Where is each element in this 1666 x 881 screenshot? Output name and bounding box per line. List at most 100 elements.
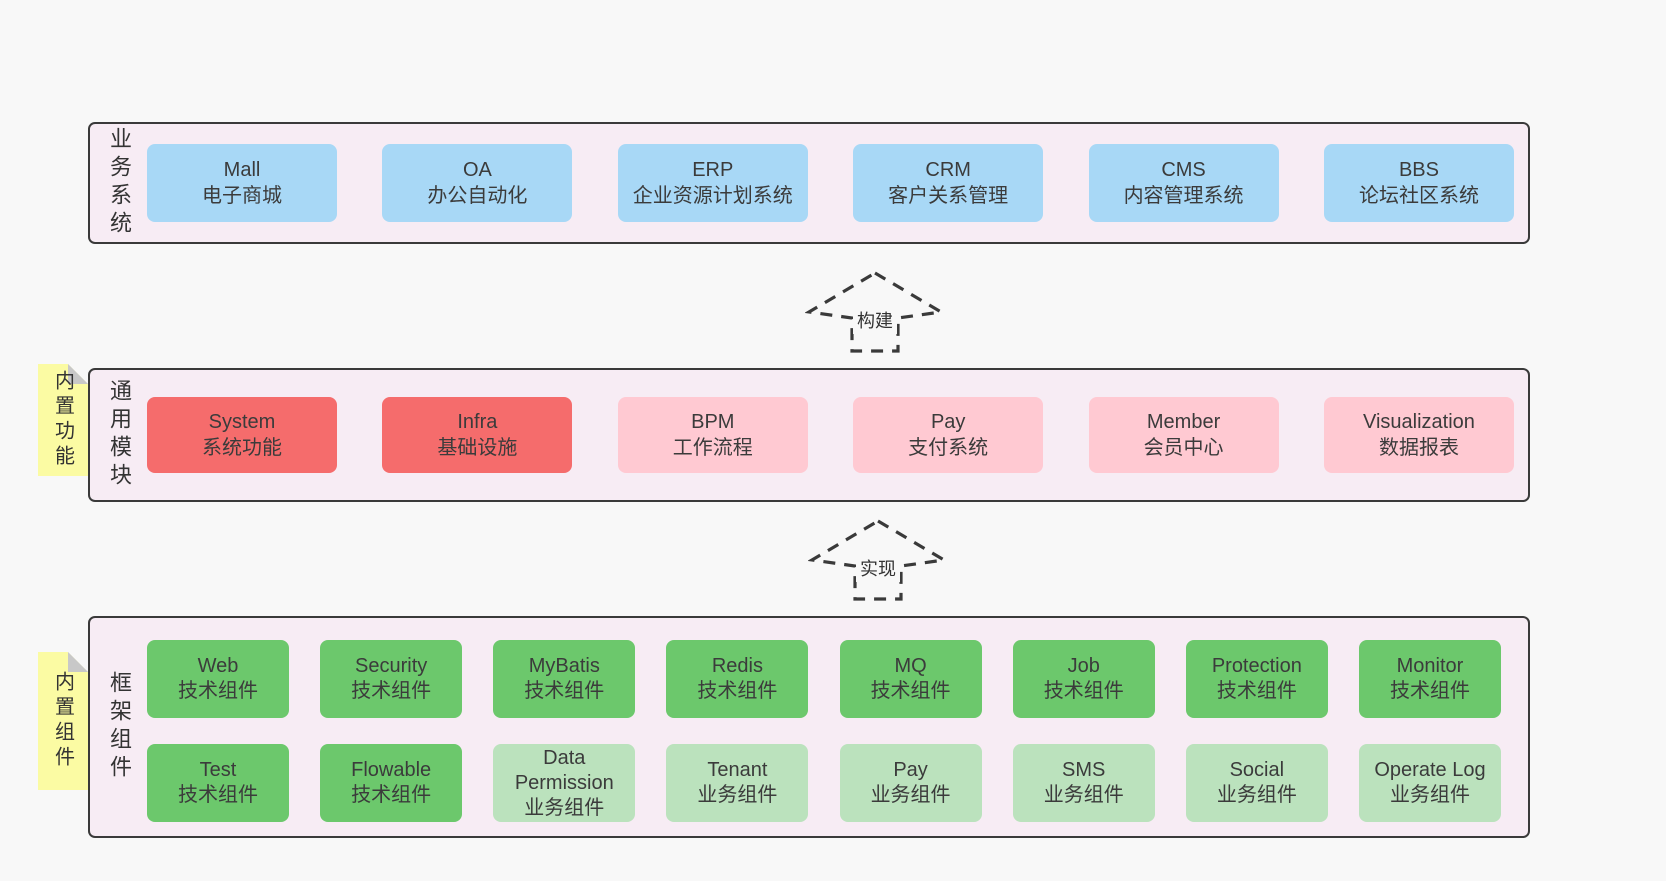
- framework-box-monitor: Monitor 技术组件: [1358, 640, 1501, 718]
- box-subtitle: 技术组件: [178, 784, 258, 806]
- box-title: Redis: [711, 655, 763, 677]
- framework-components-panel-label: 框架组件: [107, 671, 132, 783]
- modules-box-row: System 系统功能 Infra 基础设施 BPM 工作流程 Pay 支付系统…: [147, 370, 1514, 500]
- box-title: Tenant: [707, 759, 768, 781]
- box-title: Pay: [893, 759, 928, 781]
- box-subtitle: 技术组件: [351, 784, 432, 806]
- up-block-arrow-icon: [805, 271, 945, 353]
- common-modules-panel: 通用模块 System 系统功能 Infra 基础设施 BPM 工作流程 Pay…: [88, 368, 1530, 502]
- framework-box-data-permission: Data Permission 业务组件: [493, 744, 636, 822]
- box-subtitle: 技术组件: [524, 680, 605, 702]
- box-title: CRM: [925, 159, 971, 181]
- framework-box-flowable: Flowable 技术组件: [320, 744, 463, 822]
- framework-box-pay: Pay 业务组件: [839, 744, 982, 822]
- framework-box-social: Social 业务组件: [1185, 744, 1328, 822]
- module-box-pay: Pay 支付系统: [853, 397, 1044, 473]
- box-subtitle: 技术组件: [1389, 680, 1470, 702]
- box-subtitle: 基础设施: [437, 437, 518, 459]
- module-box-bpm: BPM 工作流程: [617, 397, 808, 473]
- note-paper: [38, 652, 88, 790]
- box-title: ERP: [692, 159, 734, 181]
- box-title: Operate Log: [1374, 759, 1486, 781]
- box-title: Protection: [1211, 655, 1302, 677]
- box-subtitle: 会员中心: [1143, 437, 1224, 459]
- box-subtitle: 技术组件: [178, 680, 258, 702]
- framework-box-test: Test 技术组件: [147, 744, 289, 822]
- framework-box-redis: Redis 技术组件: [666, 640, 809, 718]
- box-title: Flowable: [351, 759, 432, 781]
- box-title: Test: [199, 759, 237, 781]
- box-title: Infra: [457, 411, 498, 433]
- builtin-features-note: 内置功能: [38, 364, 88, 476]
- box-title: Monitor: [1396, 655, 1464, 677]
- box-title: Member: [1146, 411, 1221, 433]
- business-systems-panel-label: 业务系统: [107, 127, 132, 239]
- implement-arrow-label: 实现: [856, 554, 900, 582]
- box-subtitle: 电子商城: [202, 185, 282, 207]
- box-title: System: [208, 411, 276, 433]
- box-title: Mall: [223, 159, 261, 181]
- box-subtitle: 办公自动化: [427, 185, 528, 207]
- box-title: BPM: [691, 411, 735, 433]
- framework-box-operate-log: Operate Log 业务组件: [1358, 744, 1501, 822]
- framework-box-row-1: Web 技术组件 Security 技术组件 MyBatis 技术组件 Redi…: [147, 640, 1501, 718]
- box-subtitle: 技术组件: [351, 680, 432, 702]
- business-box-row: Mall 电子商城 OA 办公自动化 ERP 企业资源计划系统 CRM 客户关系…: [147, 124, 1514, 242]
- box-subtitle: 企业资源计划系统: [632, 185, 793, 207]
- business-box-oa: OA 办公自动化: [382, 144, 573, 222]
- module-box-member: Member 会员中心: [1088, 397, 1279, 473]
- box-subtitle: 技术组件: [1043, 680, 1124, 702]
- box-subtitle: 系统功能: [202, 437, 282, 459]
- business-box-mall: Mall 电子商城: [147, 144, 337, 222]
- box-subtitle: 业务组件: [524, 796, 605, 819]
- box-title: CMS: [1161, 159, 1206, 181]
- box-subtitle: 技术组件: [697, 680, 778, 702]
- framework-box-security: Security 技术组件: [320, 640, 463, 718]
- up-block-arrow-icon: [808, 519, 948, 601]
- box-subtitle: 业务组件: [870, 784, 951, 806]
- box-title: Job: [1067, 655, 1100, 677]
- box-subtitle: 技术组件: [1216, 680, 1297, 702]
- note-fold-corner-icon: [68, 652, 88, 672]
- framework-box-sms: SMS 业务组件: [1012, 744, 1155, 822]
- framework-box-protection: Protection 技术组件: [1185, 640, 1328, 718]
- framework-box-mq: MQ 技术组件: [839, 640, 982, 718]
- business-box-erp: ERP 企业资源计划系统: [617, 144, 808, 222]
- box-title: Visualization: [1362, 411, 1475, 433]
- framework-box-tenant: Tenant 业务组件: [666, 744, 809, 822]
- business-box-cms: CMS 内容管理系统: [1088, 144, 1279, 222]
- box-subtitle: 技术组件: [870, 680, 951, 702]
- box-title: SMS: [1062, 759, 1106, 781]
- framework-box-mybatis: MyBatis 技术组件: [493, 640, 636, 718]
- business-box-bbs: BBS 论坛社区系统: [1323, 144, 1514, 222]
- box-title: BBS: [1398, 159, 1439, 181]
- build-arrow: 构建: [805, 270, 945, 354]
- framework-box-job: Job 技术组件: [1012, 640, 1155, 718]
- box-title: OA: [462, 159, 492, 181]
- framework-box-rows: Web 技术组件 Security 技术组件 MyBatis 技术组件 Redi…: [147, 640, 1501, 822]
- framework-components-panel: 框架组件 Web 技术组件 Security 技术组件 MyBatis 技术组件…: [88, 616, 1530, 838]
- business-box-crm: CRM 客户关系管理: [853, 144, 1044, 222]
- business-systems-panel: 业务系统 Mall 电子商城 OA 办公自动化 ERP 企业资源计划系统 CRM…: [88, 122, 1530, 244]
- build-arrow-label: 构建: [853, 306, 897, 334]
- box-title: Security: [355, 655, 428, 677]
- builtin-components-note: 内置组件: [38, 652, 88, 790]
- box-subtitle: 业务组件: [697, 784, 778, 806]
- box-subtitle: 内容管理系统: [1123, 185, 1244, 207]
- box-subtitle: 业务组件: [1389, 784, 1470, 806]
- box-title: MQ: [894, 655, 927, 677]
- box-subtitle: 工作流程: [672, 437, 753, 459]
- box-subtitle: 业务组件: [1216, 784, 1297, 806]
- box-title: Pay: [930, 411, 966, 433]
- box-title: Social: [1229, 759, 1285, 781]
- module-box-infra: Infra 基础设施: [382, 397, 573, 473]
- box-title: Data Permission: [514, 746, 614, 794]
- box-subtitle: 数据报表: [1378, 437, 1459, 459]
- builtin-features-note-label: 内置功能: [51, 370, 74, 470]
- framework-box-row-2: Test 技术组件 Flowable 技术组件 Data Permission …: [147, 744, 1501, 822]
- box-subtitle: 业务组件: [1043, 784, 1124, 806]
- box-title: MyBatis: [528, 655, 600, 677]
- module-box-system: System 系统功能: [147, 397, 337, 473]
- box-subtitle: 论坛社区系统: [1358, 185, 1479, 207]
- implement-arrow: 实现: [808, 518, 948, 602]
